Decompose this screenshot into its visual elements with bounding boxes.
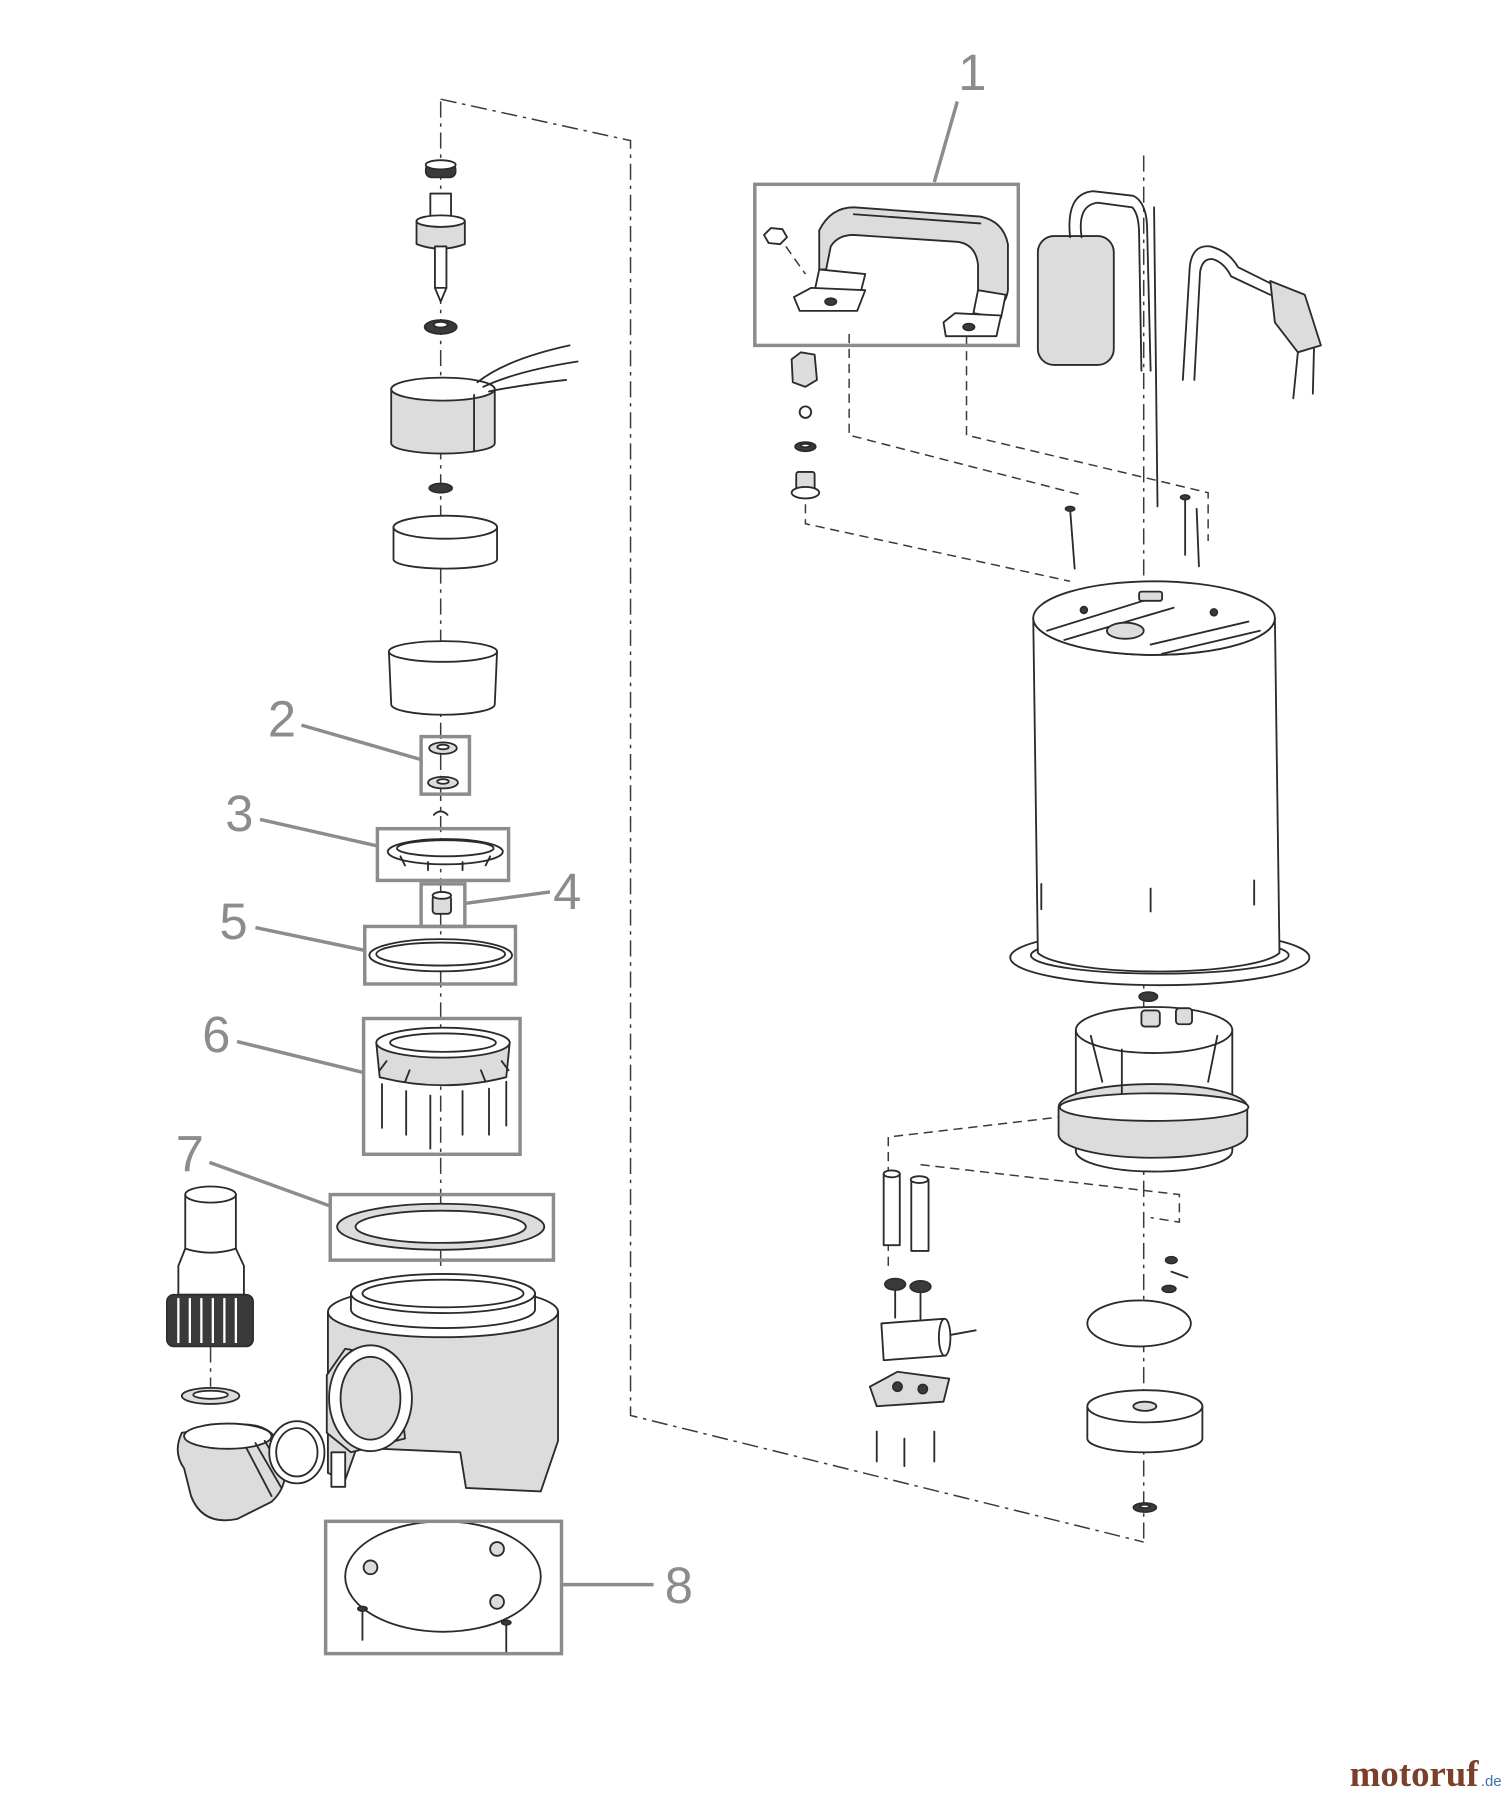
stator-winding [390, 344, 579, 455]
outlet-elbow [176, 1422, 287, 1522]
end-cap [1086, 1389, 1204, 1454]
power-cable-plug [1181, 245, 1322, 400]
callout-5: 5 [219, 893, 518, 986]
outlet-o-ring [268, 1420, 326, 1485]
callout-1: 1 [753, 44, 1021, 348]
logo-name: motoruf [1350, 1753, 1479, 1794]
callout-4: 4 [419, 863, 581, 929]
motoruf-logo: motoruf .de [1350, 1753, 1502, 1794]
callout-3: 3 [225, 785, 511, 883]
part-8-bottom-plate [344, 1520, 542, 1655]
capacitor-assembly [868, 1169, 977, 1468]
part-4-impeller-nut [431, 891, 452, 915]
adapter-washer [180, 1386, 241, 1405]
callout-number: 3 [225, 785, 253, 842]
pump-base-housing [325, 1273, 559, 1493]
seal-cup [387, 640, 498, 716]
union-nut [166, 1293, 254, 1348]
cable-gland-parts [790, 351, 821, 500]
bottom-washer [1132, 1502, 1158, 1513]
top-bearing-cap [424, 159, 457, 179]
hose-adapter [177, 1185, 245, 1296]
shaft-washer [428, 482, 453, 494]
callout-number: 8 [665, 1557, 693, 1614]
part-2-seal-rings [427, 741, 459, 790]
retaining-clip [432, 810, 449, 816]
callout-8: 8 [323, 1519, 693, 1656]
part-7-gasket [336, 1202, 546, 1251]
callout-number: 2 [268, 691, 296, 748]
cover-plate [1086, 1299, 1192, 1348]
part-1-carry-handle [763, 206, 1009, 338]
callout-number: 1 [958, 44, 986, 101]
callout-number: 5 [219, 893, 247, 950]
rotor-shaft [415, 192, 466, 303]
part-6-impeller-housing [375, 1026, 511, 1150]
callout-7: 7 [176, 1126, 556, 1262]
motor-housing [1009, 580, 1311, 987]
part-5-o-ring [368, 938, 513, 973]
callout-number: 6 [202, 1006, 230, 1063]
motor-sleeve [392, 514, 498, 570]
callout-number: 4 [553, 863, 581, 920]
logo-suffix: .de [1481, 1773, 1502, 1790]
callout-2: 2 [268, 691, 472, 796]
terminal-screws [1161, 1255, 1189, 1294]
callout-number: 7 [176, 1126, 204, 1183]
part-3-wear-plate [386, 838, 504, 872]
float-switch [1036, 190, 1159, 508]
callout-6: 6 [202, 1006, 522, 1157]
motor-unit [1057, 991, 1250, 1173]
bearing-ring [423, 319, 458, 335]
handle-screws [1064, 494, 1200, 570]
